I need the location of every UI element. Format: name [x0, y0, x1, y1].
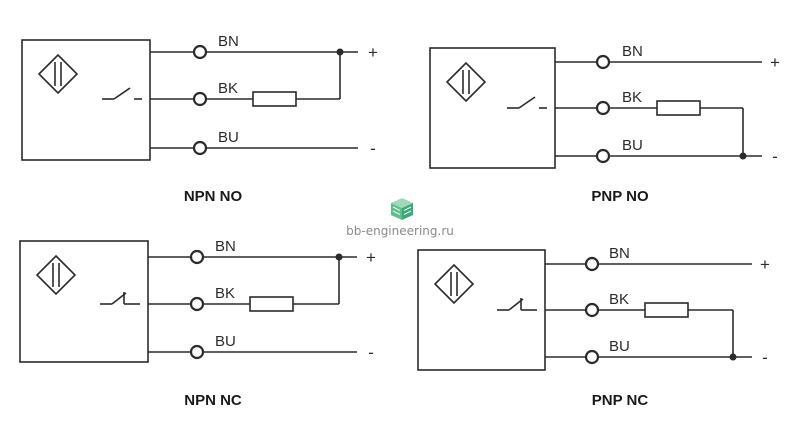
terminal-negative-sign: - [772, 147, 778, 166]
terminal-bu [189, 344, 205, 360]
caption-npn-no: NPN NO [183, 188, 243, 205]
terminal-positive-sign: + [770, 53, 780, 72]
caption-pnp-no: PNP NO [591, 188, 649, 205]
load-resistor [249, 296, 294, 312]
terminal-bn [584, 256, 600, 272]
load-resistor [644, 302, 689, 318]
terminal-positive-sign: + [368, 43, 378, 62]
wire-label-bn: BN [622, 43, 643, 60]
wire-label-bn: BN [218, 33, 239, 50]
terminal-negative-sign: - [762, 348, 768, 367]
caption-npn-nc: NPN NC [184, 392, 242, 409]
proximity-diamond-icon [445, 61, 487, 103]
wire-label-bn: BN [215, 238, 236, 255]
terminal-bk [192, 91, 208, 107]
diagram-npn-nc: BN BK BU + - [19, 238, 376, 363]
wire-label-bu: BU [215, 333, 236, 350]
junction-dot [729, 353, 737, 361]
switch-blade-open [518, 96, 536, 109]
terminal-negative-sign: - [368, 343, 374, 362]
wire-label-bu: BU [218, 129, 239, 146]
junction-dot [336, 48, 344, 56]
terminal-bn [595, 54, 611, 70]
junction-dot [739, 152, 747, 160]
terminal-bk [189, 296, 205, 312]
terminal-positive-sign: + [760, 255, 770, 274]
terminal-positive-sign: + [366, 248, 376, 267]
terminal-bk [584, 302, 600, 318]
sensor-body [19, 240, 149, 363]
terminal-bk [595, 100, 611, 116]
terminal-bn [192, 44, 208, 60]
wire-label-bu: BU [609, 338, 630, 355]
proximity-diamond-icon [37, 53, 79, 95]
switch-blade-open [113, 87, 131, 100]
terminal-bu [595, 148, 611, 164]
diagram-pnp-nc: BN BK BU + - [417, 245, 770, 371]
wire-label-bn: BN [609, 245, 630, 262]
wire-label-bk: BK [218, 80, 238, 97]
terminal-bu [192, 140, 208, 156]
wire-label-bk: BK [215, 285, 235, 302]
terminal-bu [584, 349, 600, 365]
sensor-body [21, 39, 151, 161]
caption-pnp-nc: PNP NC [591, 392, 649, 409]
watermark-text: bb-engineering.ru [346, 224, 454, 238]
terminal-negative-sign: - [370, 139, 376, 158]
watermark-logo-icon [391, 198, 413, 220]
sensor-body [429, 47, 556, 169]
proximity-diamond-icon [35, 254, 77, 296]
terminal-bn [189, 249, 205, 265]
diagram-npn-no: BN BK BU + - [21, 33, 378, 161]
wire-label-bk: BK [622, 89, 642, 106]
proximity-diamond-icon [433, 263, 475, 305]
wire-label-bk: BK [609, 291, 629, 308]
diagram-pnp-no: BN BK BU + - [429, 43, 780, 169]
load-resistor [656, 100, 701, 116]
wire-label-bu: BU [622, 137, 643, 154]
load-resistor [252, 91, 297, 107]
junction-dot [335, 253, 343, 261]
